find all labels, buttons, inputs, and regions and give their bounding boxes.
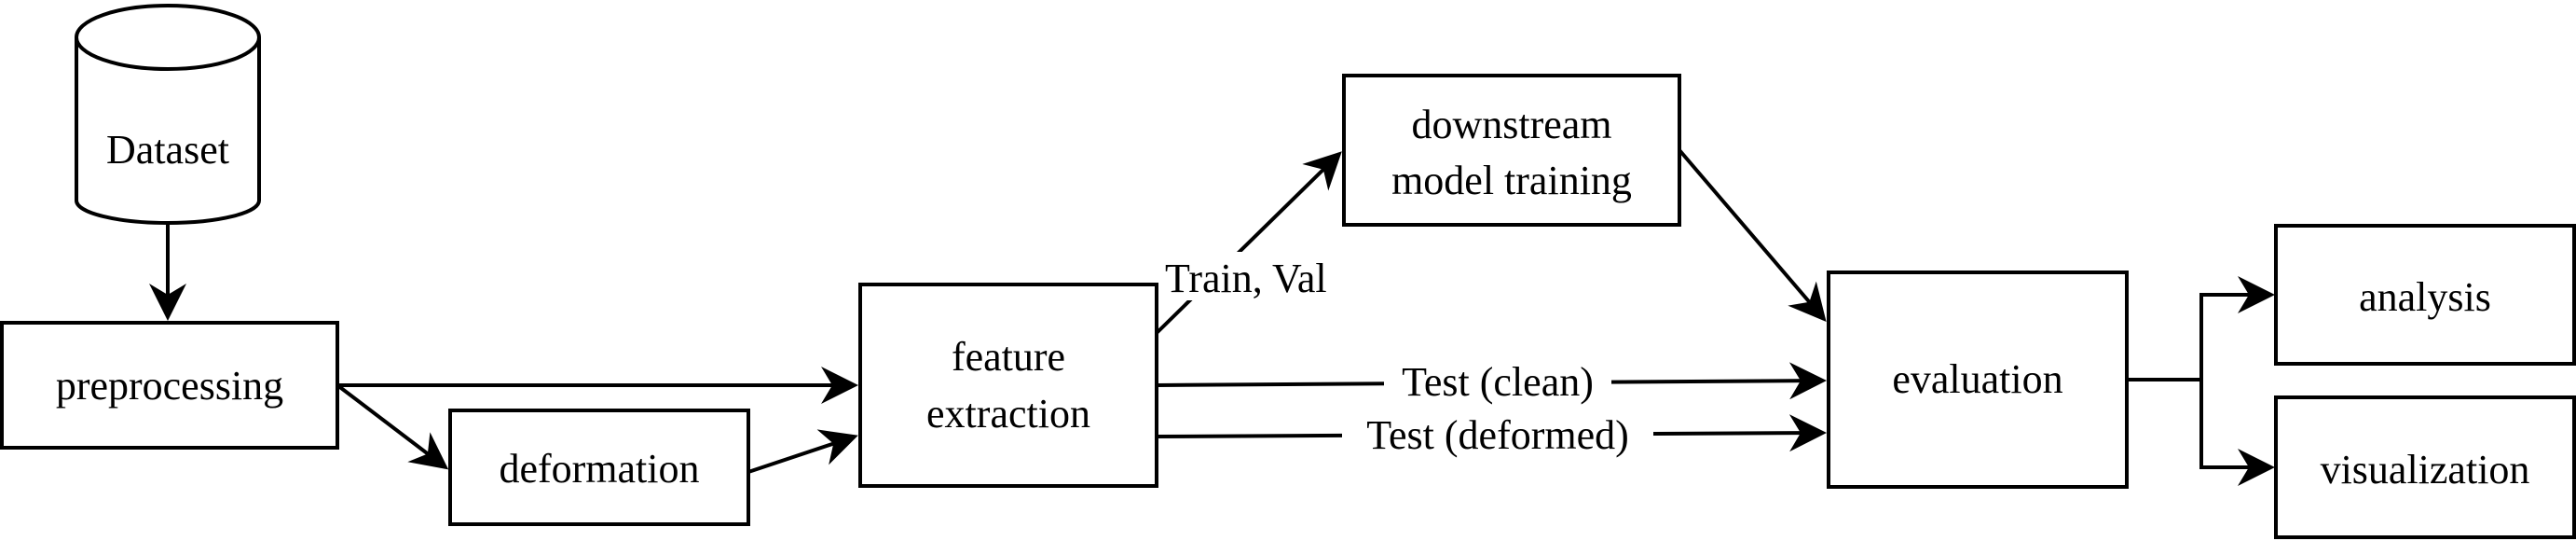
edge-evaluation-analysis	[2127, 276, 2275, 381]
feature-extraction-node: feature extraction	[858, 283, 1158, 488]
visualization-label: visualization	[2321, 447, 2530, 492]
edge-preprocessing-deformation	[336, 383, 449, 470]
train-val-label: Train, Val	[1165, 256, 1327, 301]
dataset-node: Dataset	[75, 4, 261, 225]
evaluation-node: evaluation	[1827, 270, 2129, 489]
downstream-label-line2: model training	[1391, 158, 1632, 203]
edge-feature-downstream	[1155, 151, 1342, 335]
deformation-node: deformation	[448, 409, 750, 526]
edge-label-test-clean: Test (clean)	[1384, 358, 1611, 405]
deformation-label: deformation	[499, 446, 699, 492]
analysis-label: analysis	[2359, 274, 2491, 320]
test-deformed-label: Test (deformed)	[1366, 412, 1629, 458]
downstream-label-line1: downstream	[1411, 102, 1611, 147]
edge-downstream-evaluation	[1678, 148, 1827, 323]
preprocessing-label: preprocessing	[56, 363, 283, 409]
edge-evaluation-visualization	[2199, 380, 2275, 486]
test-clean-label: Test (clean)	[1402, 359, 1594, 405]
analysis-node: analysis	[2274, 224, 2576, 366]
feature-extraction-label-line1: feature	[952, 334, 1065, 380]
dataset-label: Dataset	[106, 127, 229, 173]
feature-extraction-label-line2: extraction	[926, 391, 1090, 437]
preprocessing-node: preprocessing	[0, 321, 339, 450]
edge-label-train-val: Train, Val	[1161, 252, 1357, 301]
evaluation-label: evaluation	[1892, 356, 2062, 402]
edge-deformation-feature	[747, 429, 858, 474]
edge-label-test-deformed: Test (deformed)	[1342, 410, 1653, 458]
downstream-training-node: downstream model training	[1342, 74, 1681, 227]
visualization-node: visualization	[2274, 395, 2576, 539]
